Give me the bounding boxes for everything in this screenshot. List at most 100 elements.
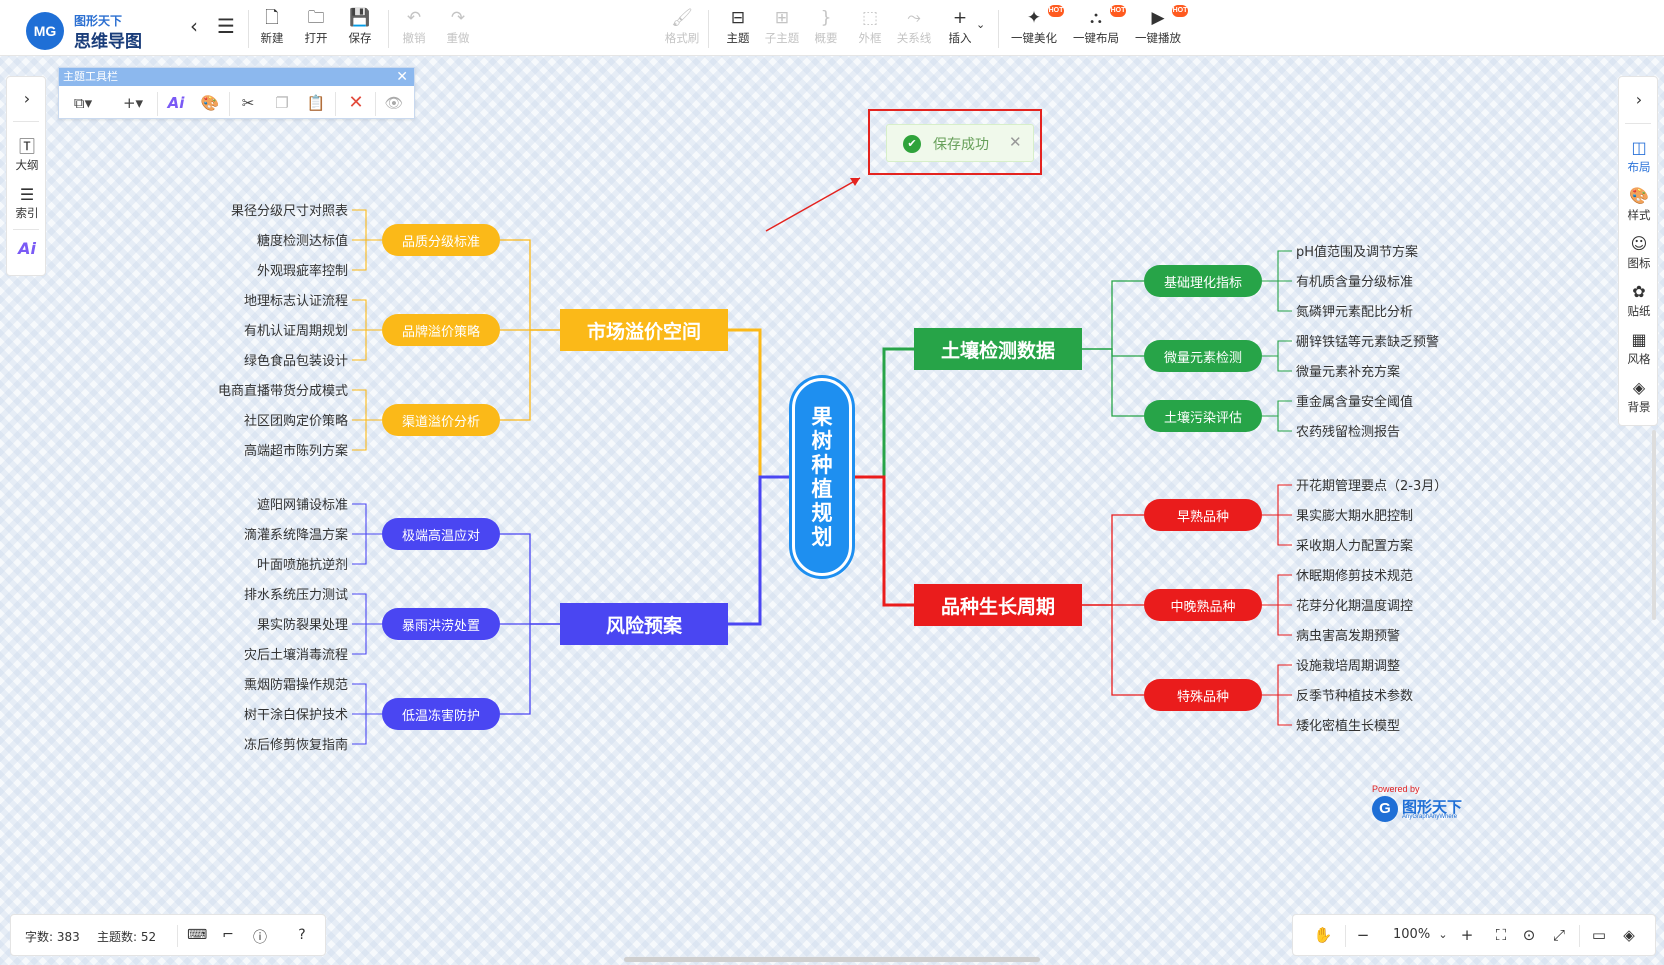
index-button[interactable]: ☰ 索引 — [7, 185, 47, 221]
play-button[interactable]: ▶ 一键播放 HOT — [1130, 5, 1188, 52]
leaf-topic[interactable]: 农药残留检测报告 — [1296, 425, 1401, 440]
vertical-scrollbar[interactable] — [1652, 430, 1656, 620]
close-icon[interactable]: ✕ — [396, 69, 408, 85]
app-logo[interactable]: MG 图形天下 思维导图 — [26, 10, 154, 52]
keyboard-icon[interactable]: ⌨ — [187, 927, 208, 943]
leaf-topic[interactable]: 排水系统压力测试 — [243, 588, 348, 603]
summary-button[interactable]: } 概要 — [804, 6, 848, 52]
leaf-topic[interactable]: 开花期管理要点（2-3月） — [1296, 479, 1448, 494]
leaf-topic[interactable]: pH值范围及调节方案 — [1296, 245, 1419, 260]
leaf-topic[interactable]: 叶面喷施抗逆剂 — [256, 558, 348, 573]
outline-button[interactable]: 🅃 大纲 — [7, 137, 47, 173]
leaf-topic[interactable]: 硼锌铁锰等元素缺乏预警 — [1296, 335, 1440, 350]
subtopic[interactable]: 低温冻害防护 — [382, 698, 500, 730]
insert-button[interactable]: + 插入 — [938, 6, 982, 52]
branch-topic[interactable]: 土壤检测数据 — [914, 328, 1082, 370]
zoom-level[interactable]: 100% — [1393, 927, 1431, 942]
open-button[interactable]: 🗀 打开 — [294, 6, 338, 52]
back-chevron-icon[interactable]: ‹ — [190, 14, 198, 38]
subtopic[interactable]: 渠道溢价分析 — [382, 404, 500, 436]
subtopic[interactable]: 早熟品种 — [1144, 499, 1262, 531]
leaf-topic[interactable]: 有机质含量分级标准 — [1296, 275, 1414, 290]
leaf-topic[interactable]: 病虫害高发期预警 — [1296, 629, 1401, 644]
branch-topic[interactable]: 市场溢价空间 — [560, 309, 728, 351]
format-brush-button[interactable]: 🖌 格式刷 — [660, 6, 704, 52]
subtopic-button[interactable]: ⊞ 子主题 — [760, 6, 804, 52]
redo-button[interactable]: ↷ 重做 — [436, 6, 480, 52]
hand-pan-icon[interactable]: ✋ — [1313, 926, 1333, 944]
subtopic[interactable]: 暴雨洪涝处置 — [382, 608, 500, 640]
icon-panel-button[interactable]: ☺ 图标 — [1619, 233, 1659, 271]
subtopic[interactable]: 微量元素检测 — [1144, 340, 1262, 372]
layout-panel-button[interactable]: ◫ 布局 — [1619, 137, 1659, 175]
leaf-topic[interactable]: 高端超市陈列方案 — [243, 444, 348, 459]
zoom-out-icon[interactable]: − — [1356, 926, 1370, 944]
cut-button[interactable]: ✂ — [233, 90, 263, 116]
style-panel-button[interactable]: 🎨 样式 — [1619, 185, 1659, 223]
leaf-topic[interactable]: 重金属含量安全阈值 — [1296, 395, 1414, 410]
leaf-topic[interactable]: 设施栽培周期调整 — [1296, 659, 1401, 674]
branch-topic[interactable]: 品种生长周期 — [914, 584, 1082, 626]
delete-button[interactable]: ✕ — [341, 90, 371, 116]
relation-line-button[interactable]: ⤳ 关系线 — [892, 6, 936, 52]
fit-screen-icon[interactable]: ⛶ — [1495, 926, 1507, 944]
leaf-topic[interactable]: 反季节种植技术参数 — [1296, 689, 1414, 704]
background-panel-button[interactable]: ◈ 背景 — [1619, 377, 1659, 415]
auto-layout-button[interactable]: ⛬ 一键布局 HOT — [1068, 5, 1126, 52]
beautify-button[interactable]: ✦ 一键美化 HOT — [1006, 5, 1064, 52]
visibility-button[interactable]: 👁 — [379, 90, 409, 116]
info-icon[interactable]: ⓘ — [253, 930, 267, 946]
leaf-topic[interactable]: 滴灌系统降温方案 — [243, 528, 348, 543]
paste-button[interactable]: 📋 — [301, 90, 331, 116]
leaf-topic[interactable]: 社区团购定价策略 — [243, 414, 348, 429]
layers-icon[interactable]: ◈ — [1623, 926, 1635, 944]
subtopic[interactable]: 土壤污染评估 — [1144, 400, 1262, 432]
map-icon[interactable]: ▭ — [1591, 926, 1607, 944]
theme-panel-button[interactable]: ▦ 风格 — [1619, 329, 1659, 367]
leaf-topic[interactable]: 休眠期修剪技术规范 — [1296, 569, 1414, 584]
leaf-topic[interactable]: 果实膨大期水肥控制 — [1296, 509, 1414, 524]
subtopic[interactable]: 中晚熟品种 — [1144, 589, 1262, 621]
ai-button[interactable]: Ai — [161, 90, 191, 116]
leaf-topic[interactable]: 外观瑕疵率控制 — [256, 264, 348, 279]
subtopic[interactable]: 基础理化指标 — [1144, 265, 1262, 297]
add-dropdown[interactable]: +▾ — [113, 90, 153, 116]
sticker-panel-button[interactable]: ✿ 贴纸 — [1619, 281, 1659, 319]
root-topic[interactable]: 果树种植规划 — [792, 378, 852, 576]
leaf-topic[interactable]: 冻后修剪恢复指南 — [243, 738, 348, 753]
new-button[interactable]: 🗋 新建 — [250, 6, 294, 52]
topic-toolbar-header[interactable]: 主题工具栏 ✕ — [59, 68, 414, 86]
leaf-topic[interactable]: 微量元素补充方案 — [1296, 365, 1401, 380]
copy-button[interactable]: ❐ — [267, 90, 297, 116]
leaf-topic[interactable]: 地理标志认证流程 — [243, 294, 348, 309]
leaf-topic[interactable]: 氮磷钾元素配比分析 — [1296, 305, 1414, 320]
expand-left-button[interactable]: › — [7, 89, 47, 109]
collapse-right-button[interactable]: › — [1619, 89, 1659, 111]
close-icon[interactable]: ✕ — [1009, 133, 1022, 151]
insert-dropdown-chevron-icon[interactable]: ⌄ — [976, 18, 986, 31]
menu-icon[interactable]: ☰ — [217, 14, 235, 38]
leaf-topic[interactable]: 果径分级尺寸对照表 — [230, 204, 348, 219]
leaf-topic[interactable]: 熏烟防霜操作规范 — [243, 678, 348, 693]
copy-style-dropdown[interactable]: ⧉▾ — [63, 90, 103, 116]
undo-button[interactable]: ↶ 撤销 — [392, 6, 436, 52]
leaf-topic[interactable]: 灾后土壤消毒流程 — [243, 648, 348, 663]
zoom-dropdown-chevron-icon[interactable]: ⌄ — [1438, 928, 1448, 941]
leaf-topic[interactable]: 花芽分化期温度调控 — [1296, 599, 1414, 614]
center-target-icon[interactable]: ⊙ — [1522, 926, 1536, 944]
leaf-topic[interactable]: 绿色食品包装设计 — [243, 354, 348, 369]
leaf-topic[interactable]: 矮化密植生长模型 — [1296, 719, 1401, 734]
zoom-in-icon[interactable]: + — [1460, 926, 1474, 944]
frame-button[interactable]: ⬚ 外框 — [848, 6, 892, 52]
subtopic[interactable]: 特殊品种 — [1144, 679, 1262, 711]
subtopic[interactable]: 品牌溢价策略 — [382, 314, 500, 346]
ruler-icon[interactable]: ⌐ — [222, 927, 234, 943]
fullscreen-icon[interactable]: ⤢ — [1552, 926, 1565, 944]
subtopic[interactable]: 品质分级标准 — [382, 224, 500, 256]
topic-button[interactable]: ⊟ 主题 — [716, 6, 760, 52]
leaf-topic[interactable]: 电商直播带货分成模式 — [217, 384, 348, 399]
color-button[interactable]: 🎨 — [195, 90, 225, 116]
leaf-topic[interactable]: 糖度检测达标值 — [256, 234, 348, 249]
help-icon[interactable]: ? — [298, 927, 306, 943]
subtopic[interactable]: 极端高温应对 — [382, 518, 500, 550]
